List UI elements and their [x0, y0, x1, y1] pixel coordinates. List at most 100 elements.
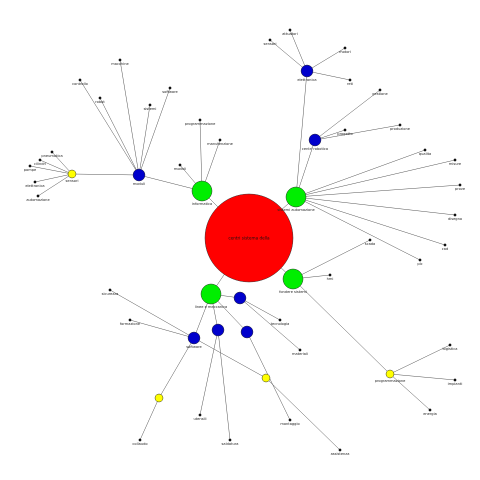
node-label-l36: utensili — [193, 417, 206, 421]
node-label-l26: plc — [417, 262, 422, 266]
node-label-l32: sicurezza — [102, 292, 119, 296]
edge-layer — [29, 29, 461, 451]
node-l21 — [423, 148, 427, 152]
node-l5 — [36, 194, 40, 198]
edge-g_top-l15 — [289, 29, 308, 72]
node-l15 — [288, 28, 292, 32]
node-h_sist — [285, 186, 307, 208]
node-l24 — [453, 213, 457, 217]
edge-h_sist-l23 — [295, 184, 461, 198]
node-label-l29: logistica — [443, 347, 458, 351]
node-label-l24: disegno — [448, 217, 462, 221]
edge-g_left-l7 — [99, 97, 140, 176]
node-label-l12: manutenzione — [207, 142, 234, 146]
node-label-l1: pompe — [24, 168, 37, 172]
edge-h_sist-l26 — [295, 196, 421, 261]
node-l30 — [453, 378, 457, 382]
edge-h_sist-l22 — [295, 159, 456, 198]
edge-h_fond-b_right — [292, 278, 391, 375]
node-l10 — [168, 86, 172, 90]
node-label-l18: progetto — [337, 132, 352, 136]
node-label-l35: materiali — [292, 352, 308, 356]
node-label-l7: robot — [95, 100, 105, 104]
node-label-l10: software — [162, 90, 178, 94]
node-l9 — [148, 103, 152, 107]
edge-h_info-l11 — [199, 119, 203, 192]
node-label-b_right: programmazione — [375, 379, 406, 383]
edge-g_mid-l19 — [314, 89, 381, 141]
node-label-l14: sensori — [264, 42, 277, 46]
node-l22 — [453, 158, 457, 162]
edge-h_fond-l28 — [292, 239, 371, 280]
node-label-l39: collaudo — [132, 442, 147, 446]
node-l7 — [98, 96, 102, 100]
node-label-l28: scada — [365, 242, 376, 246]
node-label-g_mid: centri robotica — [302, 147, 328, 151]
edge-b_low2-l40 — [265, 377, 341, 451]
node-label-h_mecc: linee e meccanica — [195, 305, 228, 309]
node-label-l27: hmi — [327, 277, 334, 281]
edge-b_left-l3 — [51, 151, 73, 175]
node-l6 — [78, 78, 82, 82]
node-label-l11: programmazione — [185, 122, 216, 126]
edge-g_mid-l20 — [314, 124, 401, 141]
edge-b_left-l5 — [37, 173, 73, 197]
edge-b_right-l30 — [389, 373, 456, 381]
node-label-g_left: moduli — [133, 182, 145, 186]
node-label-root: centri sistema della — [228, 236, 270, 241]
node-label-l3: pneumatica — [41, 154, 62, 158]
edge-h_sist-l21 — [295, 149, 426, 198]
node-l32 — [108, 288, 112, 292]
node-label-l8: macchine — [111, 62, 129, 66]
node-l12 — [218, 138, 222, 142]
node-h_mecc — [200, 283, 222, 305]
node-layer — [28, 28, 462, 452]
node-label-g_low: software — [186, 345, 202, 349]
node-l3 — [50, 150, 54, 154]
edge-b_right-l31 — [389, 373, 431, 411]
node-l20 — [398, 123, 402, 127]
node-b_right — [385, 369, 395, 379]
node-label-l33: formazione — [120, 322, 141, 326]
node-g_a — [233, 291, 247, 305]
node-label-l23: prove — [455, 187, 466, 191]
node-l2 — [38, 158, 42, 162]
node-label-l31: energia — [423, 412, 437, 416]
node-root — [204, 193, 294, 283]
edge-h_sist-l24 — [295, 196, 456, 216]
node-l25 — [443, 243, 447, 247]
node-label-l21: qualita — [419, 152, 431, 156]
node-label-l37: saldatura — [222, 442, 239, 446]
node-l26 — [418, 258, 422, 262]
edge-g_low-b_low — [158, 337, 195, 399]
edge-g_low-l33 — [129, 319, 195, 339]
node-l34 — [278, 318, 282, 322]
node-label-l34: tecnologia — [271, 322, 290, 326]
node-l39 — [138, 438, 142, 442]
node-l16 — [343, 46, 347, 50]
edge-b_low-l39 — [139, 397, 160, 441]
node-label-l13: moduli — [174, 167, 186, 171]
node-l19 — [378, 88, 382, 92]
node-l18 — [343, 128, 347, 132]
node-label-l20: produzione — [390, 127, 411, 131]
node-label-l6: controllo — [72, 82, 88, 86]
node-l37 — [228, 438, 232, 442]
node-g_low — [187, 331, 201, 345]
node-label-l19: gestione — [372, 92, 388, 96]
node-l4 — [33, 180, 37, 184]
edge-g_a-l35 — [239, 297, 301, 351]
node-l1 — [28, 164, 32, 168]
node-b_low — [154, 393, 164, 403]
node-g_mid — [308, 133, 322, 147]
node-l35 — [298, 348, 302, 352]
edge-g_left-b_left — [71, 173, 140, 176]
node-label-l22: misure — [449, 162, 462, 166]
edge-g_top-l16 — [306, 47, 346, 72]
edge-g_left-l9 — [138, 104, 151, 176]
edge-g_b-l37 — [217, 329, 231, 441]
node-label-h_info: informatica — [192, 202, 212, 206]
edge-b_right-l29 — [389, 344, 451, 375]
node-l17 — [348, 78, 352, 82]
